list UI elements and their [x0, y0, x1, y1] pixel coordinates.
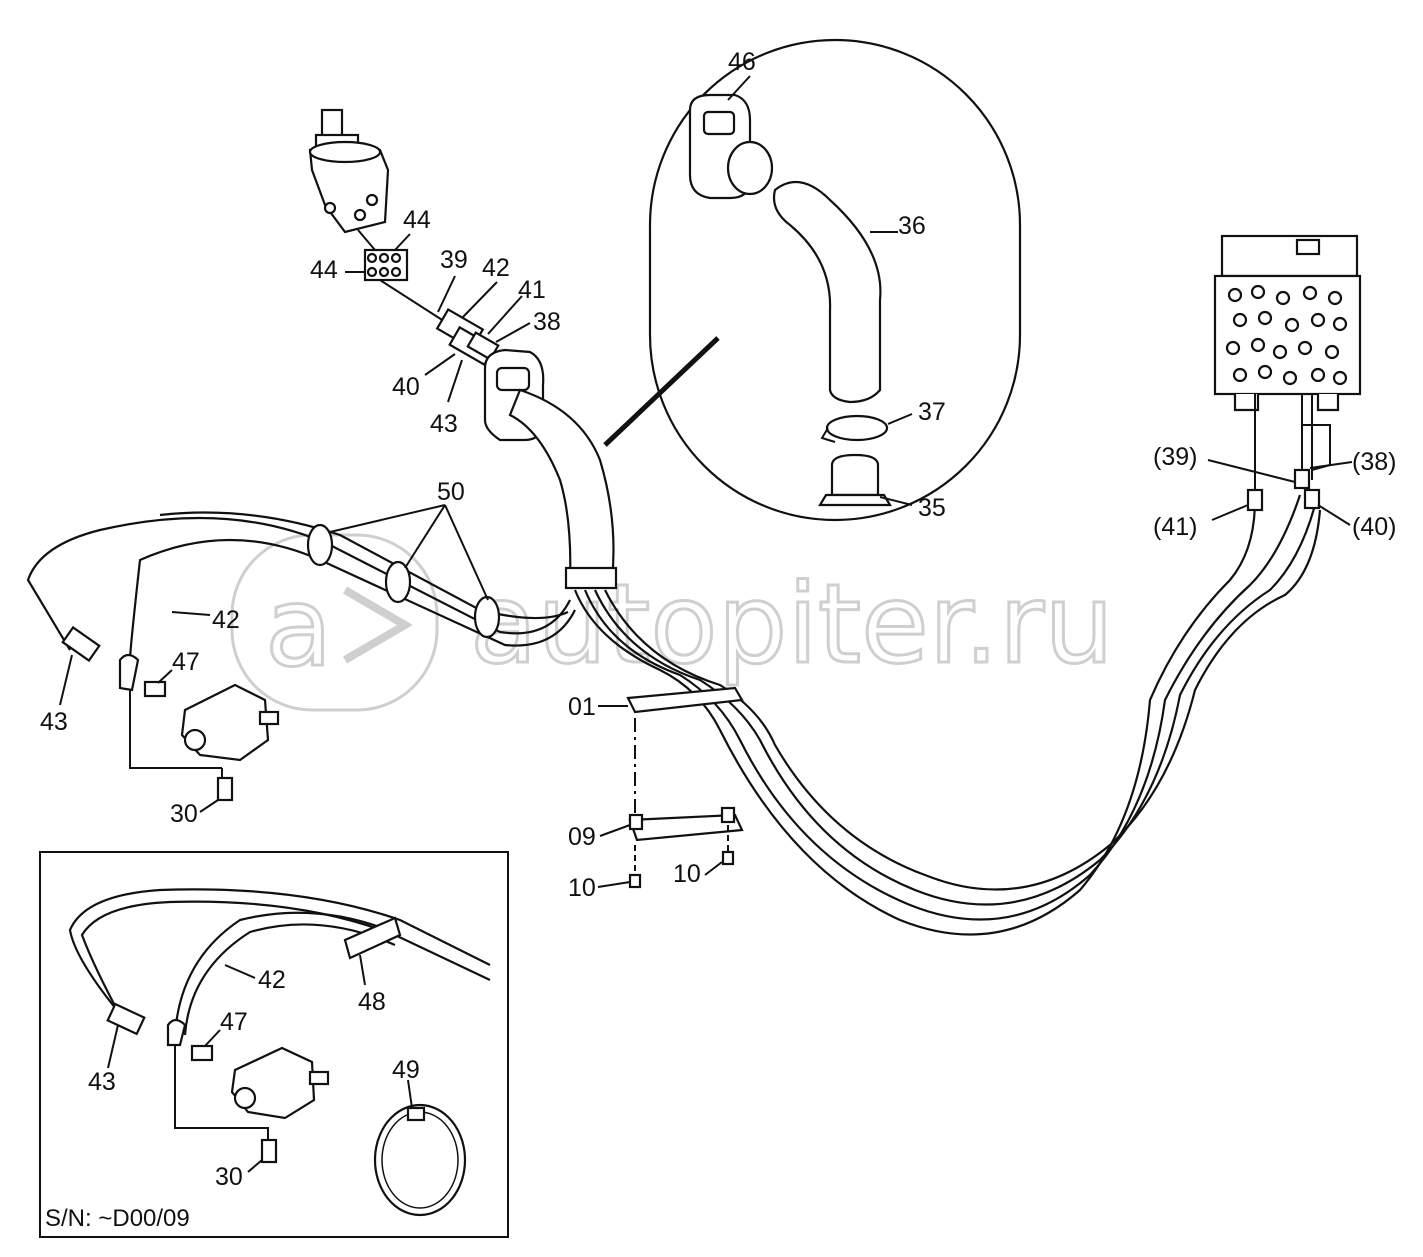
- clamp-37: [825, 414, 889, 442]
- watermark-logo-letter: a: [265, 563, 332, 691]
- label-43-left: 43: [40, 708, 68, 736]
- control-valve-top: [1220, 234, 1359, 278]
- band-clamp-49: [373, 1103, 467, 1217]
- bolt-10a: [628, 873, 642, 889]
- fitting-47: [143, 680, 167, 698]
- strap-48: [343, 916, 402, 960]
- label-39-paren: (39): [1153, 443, 1197, 471]
- label-09: 09: [568, 823, 596, 851]
- label-41: 41: [518, 276, 546, 304]
- label-44-left: 44: [310, 256, 338, 284]
- watermark-logo-frame: [230, 533, 439, 712]
- boot-clamp: [564, 566, 618, 590]
- inset-detail: S/N: ~D00/09: [39, 851, 509, 1238]
- label-10-left: 10: [568, 874, 596, 902]
- label-40: 40: [392, 373, 420, 401]
- label-38: 38: [533, 308, 561, 336]
- label-10-right: 10: [673, 860, 701, 888]
- serial-note: S/N: ~D00/09: [45, 1205, 190, 1232]
- detail-pointer: [603, 336, 720, 447]
- clamps-50: [306, 523, 501, 639]
- label-01: 01: [568, 693, 596, 721]
- label-46: 46: [728, 48, 756, 76]
- label-47-left: 47: [172, 648, 200, 676]
- label-42-inset: 42: [258, 966, 286, 994]
- cap-35-flange: [818, 493, 892, 507]
- boot-tube: [508, 388, 615, 582]
- pump-assembly: [59, 611, 280, 813]
- label-42-top: 42: [482, 254, 510, 282]
- control-valve-ports: [1225, 284, 1348, 386]
- detail-bubble: [603, 38, 1022, 522]
- bracket-01: [626, 686, 744, 714]
- label-36: 36: [898, 212, 926, 240]
- detail-bubble-outline: [648, 38, 1022, 522]
- label-43-top: 43: [430, 410, 458, 438]
- plate-09: [628, 813, 744, 842]
- hose-36: [772, 180, 882, 404]
- label-30-inset: 30: [215, 1163, 243, 1191]
- connector-block-44: [363, 248, 409, 282]
- inset-frame: [39, 851, 509, 1238]
- watermark: a autopiter.ru: [230, 533, 1115, 712]
- bolt-10b: [721, 850, 735, 866]
- label-42-left: 42: [212, 606, 240, 634]
- pilot-valve: [308, 108, 531, 403]
- grommet-46-ring: [726, 140, 774, 196]
- label-41-paren: (41): [1153, 513, 1197, 541]
- label-37: 37: [918, 398, 946, 426]
- watermark-arrow-icon: [342, 586, 413, 664]
- label-48: 48: [358, 988, 386, 1016]
- label-35: 35: [918, 494, 946, 522]
- label-47-inset: 47: [220, 1008, 248, 1036]
- label-50: 50: [437, 478, 465, 506]
- label-30-left: 30: [170, 800, 198, 828]
- cap-35: [830, 453, 880, 497]
- label-40-paren: (40): [1352, 513, 1396, 541]
- part-labels: 46 36 37 35 44 44 39 42 41 38 40 43 50 4…: [40, 48, 1396, 1191]
- fitting-43: [61, 625, 101, 663]
- fitting-30: [216, 776, 234, 802]
- label-43-inset: 43: [88, 1068, 116, 1096]
- label-39: 39: [440, 246, 468, 274]
- control-valve: [1207, 234, 1362, 526]
- clamp-37-tab: [820, 427, 836, 443]
- pilot-valve-body: [308, 148, 390, 234]
- grommet-46-slot: [702, 110, 736, 136]
- bracket-assembly: [597, 686, 744, 889]
- label-49: 49: [392, 1056, 420, 1084]
- label-44-top: 44: [403, 206, 431, 234]
- label-38-paren: (38): [1352, 448, 1396, 476]
